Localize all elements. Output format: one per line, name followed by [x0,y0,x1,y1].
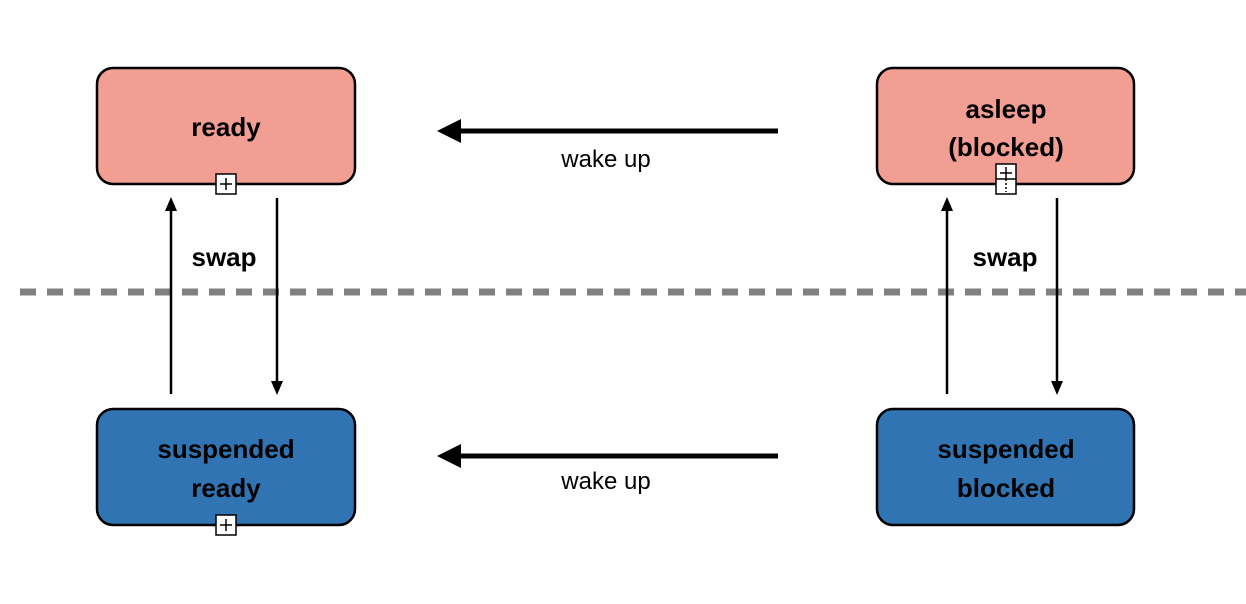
edge-swap-right-label: swap [972,242,1037,272]
edge-swap-out-right [1051,198,1063,395]
expand-icon[interactable] [215,514,237,536]
node-suspended-ready-label-line2: ready [191,473,261,503]
node-ready-label: ready [191,112,261,142]
edge-swap-in-left [165,197,177,394]
expand-icon[interactable] [215,173,237,195]
node-asleep-label-line1: asleep [966,94,1047,124]
edge-swap-left-label: swap [191,242,256,272]
node-suspended-blocked-label-line2: blocked [957,473,1055,503]
node-asleep[interactable]: asleep (blocked) [875,66,1136,195]
node-suspended-ready-label-line1: suspended [157,434,294,464]
node-suspended-blocked-label-line1: suspended [937,434,1074,464]
expand-icon[interactable] [995,163,1017,195]
node-suspended-ready[interactable]: suspended ready [95,407,357,536]
edge-wake-up-top-label: wake up [560,146,650,173]
edge-wake-up-bottom-label: wake up [560,468,650,495]
node-asleep-label-line2: (blocked) [948,132,1064,162]
edge-wake-up-top: wake up [437,119,778,173]
edge-wake-up-bottom: wake up [437,444,778,495]
edge-swap-out-left [271,198,283,395]
edge-swap-in-right [941,197,953,394]
node-ready[interactable]: ready [95,66,357,195]
node-suspended-blocked[interactable]: suspended blocked [875,407,1136,527]
